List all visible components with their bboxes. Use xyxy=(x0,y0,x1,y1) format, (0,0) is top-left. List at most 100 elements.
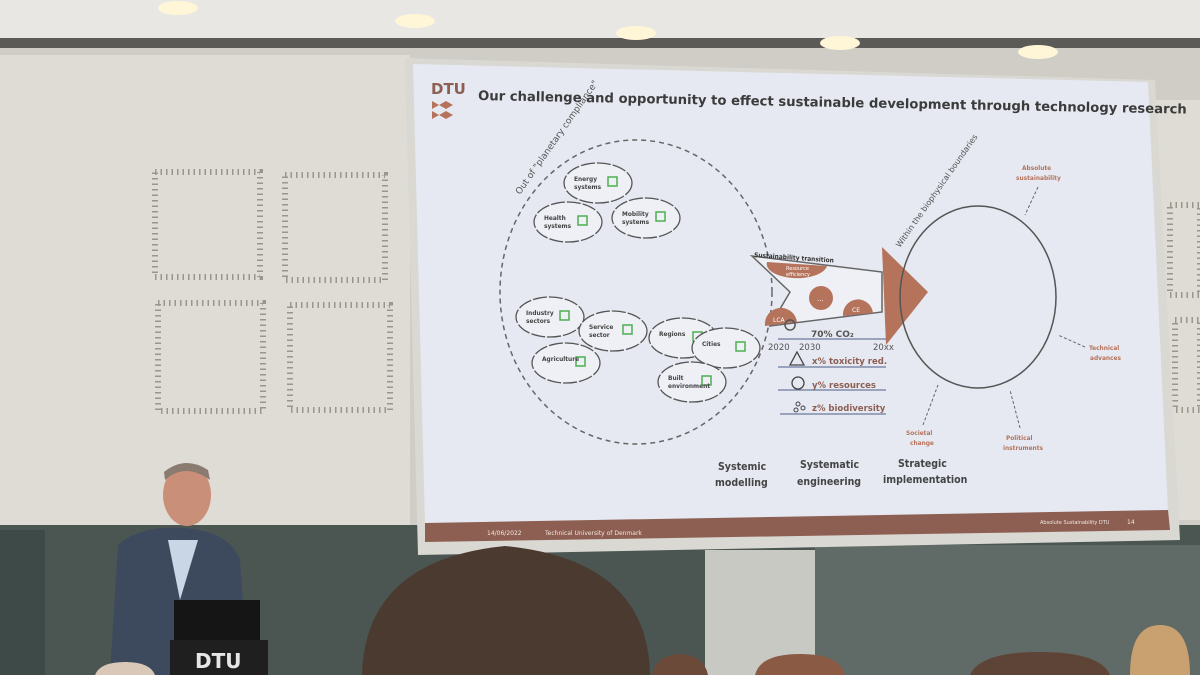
advances-label: advances xyxy=(1090,354,1121,362)
col-systemic: Systemic xyxy=(718,461,766,473)
footer-topic: Absolute Sustainability DTU xyxy=(1040,520,1110,526)
year-2030: 2030 xyxy=(799,343,821,353)
influence-arrows xyxy=(922,186,1086,429)
cloud-shape xyxy=(691,327,761,369)
sector-icon xyxy=(622,324,633,335)
cloud-shape xyxy=(515,296,585,338)
cloud-label2: environment xyxy=(668,382,710,390)
audience xyxy=(95,546,1190,675)
ce-bubble xyxy=(842,299,873,316)
cloud-label2: systems xyxy=(544,222,572,230)
planetary-compliance-circle xyxy=(499,139,773,445)
sector-icon xyxy=(577,215,588,226)
cloud-agriculture: Agriculture xyxy=(531,342,601,384)
cloud-label1: Service xyxy=(589,323,613,331)
year-2020: 2020 xyxy=(768,343,790,353)
cloud-shape xyxy=(578,310,648,352)
podium xyxy=(170,640,268,675)
absolute-label: Absolute xyxy=(1022,164,1051,172)
glass-pane xyxy=(0,530,45,675)
audience-head xyxy=(362,546,650,675)
cloud-shape xyxy=(611,197,681,239)
ce-label: CE xyxy=(852,307,860,314)
political-label: Political xyxy=(1006,434,1033,442)
footer-org: Technical University of Denmark xyxy=(544,530,642,537)
sector-icon xyxy=(607,176,618,187)
podium-logo: DTU xyxy=(195,649,241,673)
co2-icon xyxy=(784,319,796,331)
technical-label: Technical xyxy=(1089,344,1119,352)
timelines xyxy=(778,338,886,415)
cloud-label2: systems xyxy=(574,183,602,191)
cloud-label2: sector xyxy=(589,331,610,339)
sector-icon xyxy=(575,356,586,367)
cloud-label2: sectors xyxy=(526,317,551,325)
audience-head xyxy=(95,662,155,675)
audience-head xyxy=(652,654,708,675)
year-20xx: 20xx xyxy=(873,343,894,353)
cloud-label1: Mobility xyxy=(622,210,649,218)
sector-icon xyxy=(701,375,712,386)
cloud-shape xyxy=(563,162,633,204)
column-headers: Systemic modelling Systematic engineerin… xyxy=(715,458,967,489)
dots-label: ... xyxy=(817,295,824,303)
biophysical-boundaries-circle xyxy=(899,205,1057,389)
acoustic-panels xyxy=(152,169,1200,414)
footer-date: 14/06/2022 xyxy=(487,530,522,537)
change-label: change xyxy=(910,439,934,447)
clouds: EnergysystemsHealthsystemsMobilitysystem… xyxy=(515,162,761,403)
toxicity-warning-icon xyxy=(788,350,806,366)
sector-icon xyxy=(735,341,746,352)
footer-page: 14 xyxy=(1127,519,1135,526)
audience-head xyxy=(970,652,1110,675)
col-systematic: Systematic xyxy=(800,459,859,471)
audience-head xyxy=(1130,625,1190,675)
biodiversity-icon xyxy=(793,401,806,413)
cloud-label1: Regions xyxy=(659,330,686,338)
sector-icon xyxy=(559,310,570,321)
slide-footer xyxy=(425,510,1170,542)
cloud-shape xyxy=(657,361,727,403)
resource-efficiency-bubble xyxy=(766,262,827,279)
cloud-label1: Built xyxy=(668,374,684,382)
sector-icon xyxy=(655,211,666,222)
col-engineering: engineering xyxy=(797,476,861,488)
efficiency-label: efficiency xyxy=(786,272,810,278)
cloud-shape xyxy=(533,201,603,243)
lca-bubble xyxy=(764,307,797,326)
col-implementation: implementation xyxy=(883,474,967,486)
cloud-label1: Industry xyxy=(526,309,554,317)
laptop xyxy=(174,600,260,642)
ceiling xyxy=(0,0,1200,45)
instruments-label: instruments xyxy=(1003,444,1044,452)
logo-text: DTU xyxy=(431,80,466,98)
dtu-logo: DTU xyxy=(431,80,466,119)
cloud-cities: Cities xyxy=(691,327,761,369)
ceiling-beam xyxy=(0,38,1200,48)
logo-mark-icon xyxy=(432,101,453,119)
wall-panel-left xyxy=(0,55,410,525)
globe-icon xyxy=(791,376,805,390)
dots-bubble xyxy=(809,286,833,310)
cloud-label1: Health xyxy=(544,214,566,222)
cloud-label1: Energy xyxy=(574,175,597,183)
cloud-label1: Agriculture xyxy=(542,355,579,363)
co2-target: 70% CO₂ xyxy=(811,330,854,340)
sustainability-label: sustainability xyxy=(1016,174,1061,182)
col-strategic: Strategic xyxy=(898,458,947,470)
audience-head xyxy=(755,654,845,675)
resource-label: Resource xyxy=(786,266,809,272)
target-resources: y% resources xyxy=(812,381,876,391)
influence-labels: Absolute sustainability Technical advanc… xyxy=(906,164,1121,452)
cloud-label1: Cities xyxy=(702,340,721,348)
target-biodiversity: z% biodiversity xyxy=(812,404,886,414)
ceiling-lights xyxy=(158,1,1058,59)
cloud-label2: systems xyxy=(622,218,650,226)
